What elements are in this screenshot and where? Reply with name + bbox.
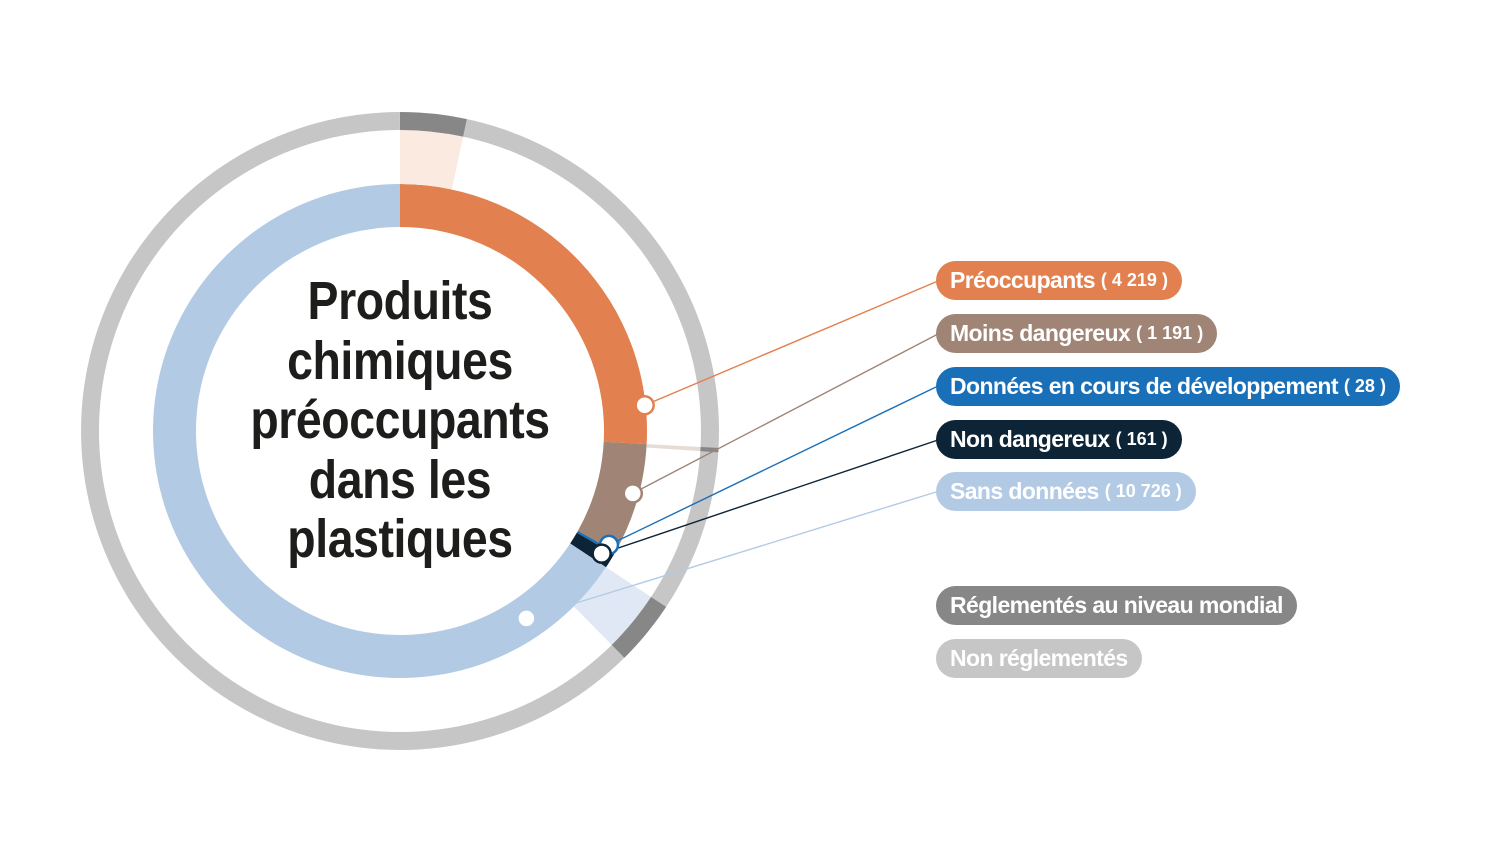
legend-label: Moins dangereux (950, 320, 1131, 346)
title-line: dans les (308, 449, 492, 510)
outer-ring-regulated (400, 112, 467, 137)
leader-dot (634, 395, 655, 416)
legend-non-reglementes: Non réglementés (936, 639, 1142, 678)
leader-line (601, 439, 939, 555)
chart-title: Produits chimiques préoccupants dans les… (228, 271, 572, 570)
regulated-wedge (400, 130, 464, 190)
legend-sans-donnees: Sans données( 10 726 ) (936, 472, 1196, 511)
legend-non-dangereux: Non dangereux( 161 ) (936, 420, 1182, 459)
leader-line (608, 386, 937, 546)
title-line: préoccupants (250, 390, 550, 450)
legend-donnees-en-cours: Données en cours de développement( 28 ) (936, 367, 1400, 406)
leader-dot (591, 543, 612, 564)
legend-moins-dangereux: Moins dangereux( 1 191 ) (936, 314, 1218, 353)
legend-label: Non dangereux (950, 426, 1110, 452)
legend-count: ( 161 ) (1115, 429, 1168, 449)
legend-label: Sans données (950, 478, 1099, 504)
regulated-wedge (646, 444, 701, 452)
legend-label: Non réglementés (950, 645, 1128, 671)
donut-slice (400, 184, 647, 445)
outer-ring-regulated (611, 596, 667, 658)
title-line: plastiques (287, 509, 513, 569)
legend-count: ( 28 ) (1343, 376, 1386, 396)
title-line: Produits (307, 271, 493, 331)
leader-line (632, 333, 939, 494)
legend-label: Données en cours de développement (950, 373, 1339, 399)
donut-slice (577, 441, 647, 552)
leader-dot (516, 608, 537, 629)
legend-reglementes: Réglementés au niveau mondial (936, 586, 1297, 625)
legend-label: Préoccupants (950, 267, 1096, 293)
legend-count: ( 10 726 ) (1104, 481, 1182, 501)
regulated-wedge (573, 567, 652, 645)
legend-count: ( 4 219 ) (1100, 270, 1168, 290)
leader-line (644, 280, 939, 406)
legend-count: ( 1 191 ) (1136, 323, 1204, 343)
legend-preoccupants: Préoccupants( 4 219 ) (936, 261, 1182, 300)
leader-dot (622, 483, 644, 504)
title-line: chimiques (287, 330, 513, 391)
legend-label: Réglementés au niveau mondial (950, 592, 1283, 618)
leader-line (526, 491, 937, 620)
